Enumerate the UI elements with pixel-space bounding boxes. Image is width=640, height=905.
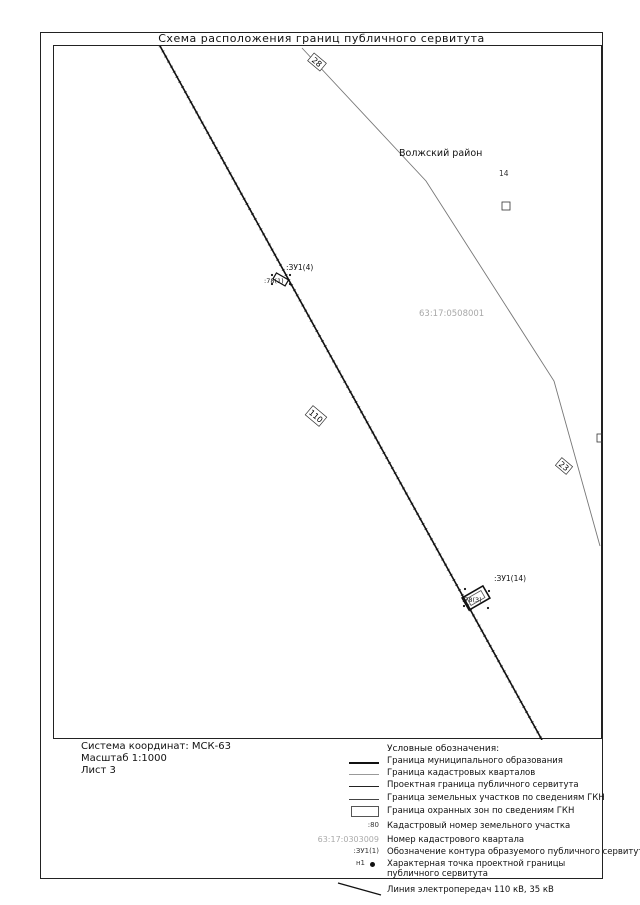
legend-symbol-rect xyxy=(351,806,379,817)
legend-text: Номер кадастрового квартала xyxy=(387,835,525,845)
legend-item-cadastral-number: :80 Кадастровый номер земельного участка xyxy=(299,821,599,833)
cadastral-quarter-label: 63:17:0508001 xyxy=(419,309,484,319)
parcel-label-28[interactable]: 28 xyxy=(307,52,327,72)
legend-item-servitude-boundary: Проектная граница публичного сервитута xyxy=(299,780,599,792)
legend-item-contour-designation: :ЗУ1(1) Обозначение контура образуемого … xyxy=(299,847,640,859)
legend-item-land-parcels: Граница земельных участков по сведениям … xyxy=(299,793,605,805)
legend-text: Проектная граница публичного сервитута xyxy=(387,780,579,790)
parcel-label-14: 14 xyxy=(499,169,509,178)
legend-text: Кадастровый номер земельного участка xyxy=(387,821,571,831)
parcel-label-110[interactable]: 110 xyxy=(304,405,328,427)
map-sheet: Схема расположения границ публичного сер… xyxy=(40,32,640,896)
legend-title: Условные обозначения: xyxy=(387,744,500,754)
legend-symbol-dot xyxy=(370,862,375,867)
map-info: Система координат: МСК-63 Масштаб 1:1000… xyxy=(81,741,231,777)
legend-symbol-sample: 63:17:0303009 xyxy=(317,835,379,844)
contour-bottom-label: :ЗУ1(14) xyxy=(494,574,526,583)
municipal-boundary-line xyxy=(301,47,601,547)
legend-item-protection-zones: Граница охранных зон по сведениям ГКН xyxy=(299,806,599,818)
servitude-contour-top[interactable]: :78(1) :ЗУ1(4) xyxy=(264,263,313,287)
legend-text: Граница муниципального образования xyxy=(387,756,563,766)
legend-symbol-medium-line xyxy=(349,786,379,787)
district-label: Волжский район xyxy=(399,148,482,159)
legend-text: Граница кадастровых кварталов xyxy=(387,768,536,778)
legend-symbol-thick-line xyxy=(349,762,379,764)
servitude-contour-bottom[interactable]: :78(3) :ЗУ1(14) xyxy=(461,574,526,612)
legend-text: Граница охранных зон по сведениям ГКН xyxy=(387,806,575,816)
legend-symbol-sample: н1 xyxy=(355,859,365,867)
legend-item-characteristic-point: н1 Характерная точка проектной границы п… xyxy=(299,859,599,881)
legend-text: Характерная точка проектной границы публ… xyxy=(387,859,566,879)
scale-text: Масштаб 1:1000 xyxy=(81,753,167,764)
legend-symbol-thin-line xyxy=(349,799,379,800)
legend-text: Граница земельных участков по сведениям … xyxy=(387,793,605,803)
contour-bottom-code: :78(3) xyxy=(462,596,482,604)
power-line xyxy=(159,46,543,740)
legend-symbol-sample: :80 xyxy=(367,821,379,829)
legend-item-quarter-number: 63:17:0303009 Номер кадастрового квартал… xyxy=(299,835,599,847)
contour-top-label: :ЗУ1(4) xyxy=(286,263,313,272)
contour-top-code: :78(1) xyxy=(264,277,284,285)
sheet-number-text: Лист 3 xyxy=(81,765,116,776)
parcel-label-23[interactable]: 23 xyxy=(554,457,574,475)
coordinate-system-text: Система координат: МСК-63 xyxy=(81,741,231,752)
map-frame[interactable]: 28 110 23 Волжский район 14 63:17:050800… xyxy=(53,45,603,740)
legend-symbol-diagonal-line xyxy=(337,882,382,896)
legend-symbol-sample: :ЗУ1(1) xyxy=(353,847,379,855)
legend-item-quarters: Граница кадастровых кварталов xyxy=(299,768,599,780)
legend-text: Обозначение контура образуемого публично… xyxy=(387,847,640,857)
protection-zone-square-top[interactable] xyxy=(501,201,511,211)
map-canvas[interactable]: 28 110 23 Волжский район 14 63:17:050800… xyxy=(54,46,603,740)
legend-item-municipal: Граница муниципального образования xyxy=(299,756,599,768)
legend-text: Линия электропередач 110 кВ, 35 кВ xyxy=(387,885,554,895)
legend-item-power-line: Линия электропередач 110 кВ, 35 кВ xyxy=(299,882,599,897)
sheet-title: Схема расположения границ публичного сер… xyxy=(158,32,485,45)
legend-symbol-grey-line xyxy=(349,774,379,775)
protection-zone-square-right[interactable] xyxy=(596,433,603,443)
